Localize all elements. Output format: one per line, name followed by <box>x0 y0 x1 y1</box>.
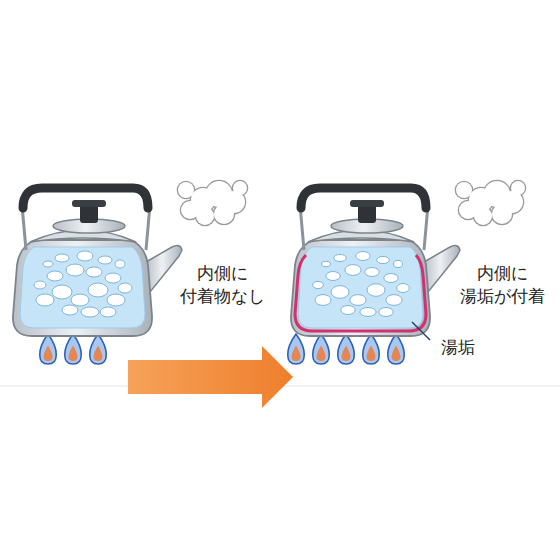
bubble <box>100 307 116 317</box>
steam-puff <box>233 181 247 195</box>
state-note: 内側に 付着物なし <box>172 262 272 308</box>
bubble <box>55 254 69 262</box>
bubble <box>386 295 402 306</box>
flame-core <box>44 346 53 362</box>
bubble <box>350 295 366 306</box>
bubble <box>322 261 331 266</box>
bubble <box>313 281 324 288</box>
bubbles <box>313 252 410 317</box>
bubble <box>118 283 132 293</box>
handle-wire <box>22 186 150 250</box>
flame <box>65 334 82 364</box>
bubble <box>377 256 390 263</box>
flame <box>338 334 355 364</box>
bubble <box>105 273 121 283</box>
bubble <box>107 294 125 306</box>
flame <box>90 334 107 364</box>
water <box>298 247 423 328</box>
bubble <box>36 294 54 306</box>
kettle <box>288 186 460 364</box>
bubble <box>77 251 93 261</box>
bubble <box>47 271 63 281</box>
bubble <box>356 252 370 261</box>
transition-arrow <box>128 346 293 408</box>
callout-label: 湯垢 <box>434 336 482 359</box>
steam-puff <box>474 207 492 225</box>
steam-puff <box>456 182 472 198</box>
kettle <box>13 186 182 364</box>
steam-puff <box>214 204 234 224</box>
scale-deposit <box>295 255 426 331</box>
leader-line <box>412 322 430 340</box>
flame-core <box>342 346 351 362</box>
bubble <box>394 260 403 267</box>
bubble <box>334 254 347 261</box>
handle-grip <box>301 188 426 208</box>
bubble <box>367 284 385 297</box>
kettle-body <box>13 240 152 336</box>
steam-cloud <box>455 180 527 227</box>
flame <box>40 334 57 364</box>
bubble <box>34 281 46 289</box>
flame <box>388 334 405 364</box>
bubble <box>88 283 108 297</box>
bubble <box>341 306 355 315</box>
flame <box>288 334 305 364</box>
bubbles <box>34 251 132 317</box>
steam-puff <box>492 204 512 224</box>
state-note: 内側に 湯垢が付着 <box>452 262 552 308</box>
bubble <box>365 268 379 277</box>
bubble <box>115 260 125 268</box>
bubble <box>86 267 102 277</box>
flame-core <box>292 346 301 362</box>
bubble <box>331 286 349 299</box>
steam-puff <box>196 207 214 225</box>
bubble <box>52 285 72 299</box>
flame-core <box>367 346 376 362</box>
bubble <box>360 308 376 317</box>
spout <box>424 246 460 292</box>
flame-core <box>69 346 78 362</box>
handle-grip <box>23 188 148 208</box>
steam-cloud <box>177 180 249 227</box>
bubble <box>98 256 112 264</box>
bubble <box>345 265 361 276</box>
bubble <box>43 261 53 267</box>
bubble <box>81 307 99 317</box>
bubble <box>66 264 84 276</box>
bubble <box>62 305 78 315</box>
bubble <box>379 308 393 317</box>
spout <box>146 246 182 292</box>
burner-flames <box>288 334 405 364</box>
kettle-body <box>291 240 430 336</box>
flame-core <box>392 346 401 362</box>
bubble <box>71 294 89 306</box>
steam-puff <box>511 181 525 195</box>
burner-flames <box>40 334 107 364</box>
flame-core <box>94 346 103 362</box>
handle-wire <box>300 186 428 250</box>
flame <box>363 334 380 364</box>
bubble <box>397 284 410 293</box>
lid-knob-top <box>350 200 384 207</box>
bubble <box>326 272 340 281</box>
flame <box>313 334 330 364</box>
bubble <box>315 295 331 306</box>
steam-puff <box>178 182 194 198</box>
lid-knob-top <box>72 200 106 207</box>
bubble <box>384 274 398 283</box>
water <box>20 247 145 328</box>
flame-core <box>317 346 326 362</box>
